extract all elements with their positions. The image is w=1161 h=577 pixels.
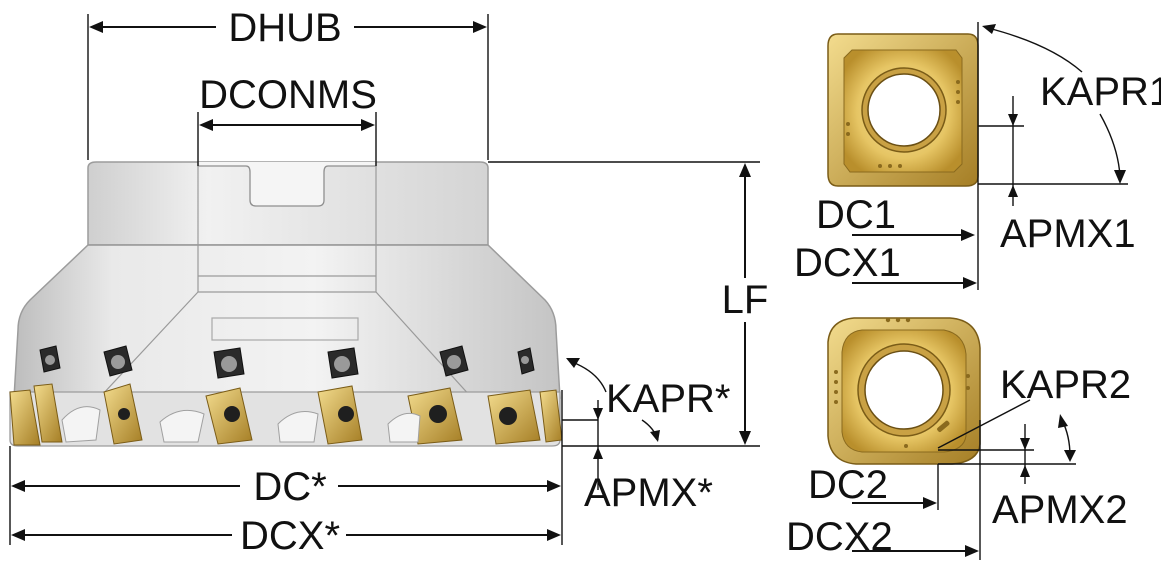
apmx1-dimension: APMX1	[978, 96, 1136, 256]
dhub-label: DHUB	[228, 6, 341, 50]
kapr-label: KAPR*	[606, 377, 731, 421]
dcx1-label: DCX1	[794, 241, 901, 285]
apmx2-label: APMX2	[992, 488, 1128, 532]
lf-label: LF	[722, 278, 769, 322]
dc2-dimension: DC2	[808, 463, 939, 510]
cutter-inserts	[9, 345, 563, 446]
apmx-label: APMX*	[584, 471, 713, 515]
kapr2-dimension: KAPR2	[937, 363, 1131, 465]
apmx-dimension: APMX*	[584, 400, 713, 515]
dc-label: DC*	[253, 465, 326, 509]
insert-1-drawing	[827, 33, 979, 187]
dcx2-dimension: DCX2	[786, 420, 981, 560]
dhub-dimension: DHUB	[87, 6, 489, 160]
dc1-dimension: DC1	[816, 193, 975, 241]
dc2-label: DC2	[808, 463, 888, 507]
kapr2-label: KAPR2	[1000, 363, 1131, 407]
dcx-dimension: DCX*	[11, 514, 561, 558]
lf-dimension: LF	[488, 161, 769, 447]
dc-dimension: DC*	[9, 446, 563, 545]
insert-2-drawing	[827, 317, 981, 465]
kapr-dimension: KAPR*	[561, 358, 731, 446]
apmx2-dimension: APMX2	[938, 424, 1128, 532]
cutter-body	[9, 161, 561, 447]
dcx2-label: DCX2	[786, 515, 893, 559]
dconms-dimension: DCONMS	[197, 73, 377, 166]
apmx1-label: APMX1	[1000, 212, 1136, 256]
kapr1-dimension: KAPR1	[977, 22, 1161, 290]
kapr1-label: KAPR1	[1040, 70, 1161, 114]
dconms-label: DCONMS	[199, 73, 377, 117]
dcx1-dimension: DCX1	[794, 241, 977, 289]
dc1-label: DC1	[816, 193, 896, 237]
dcx-label: DCX*	[240, 514, 340, 558]
